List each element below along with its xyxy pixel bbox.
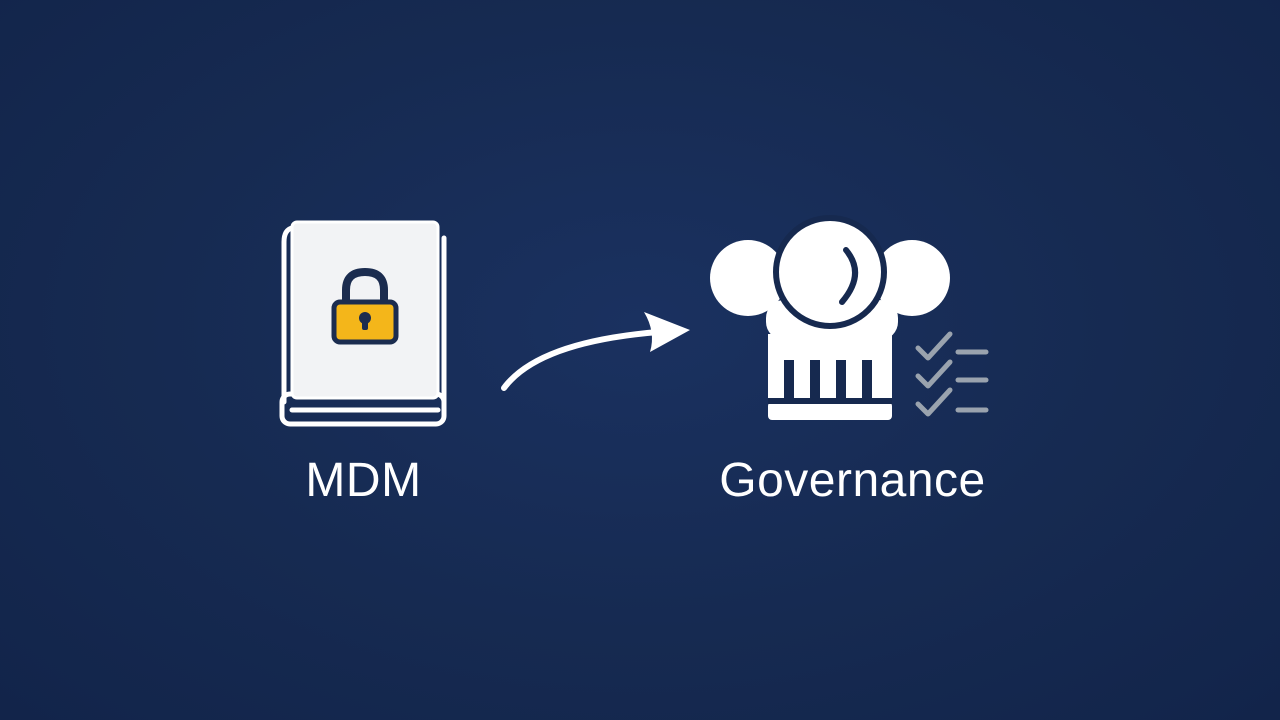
target-node-label: Governance [719, 454, 986, 507]
hat-puff-outlines [773, 215, 887, 329]
hat-band [768, 334, 892, 420]
book-svg [279, 220, 447, 427]
checklist-icon [912, 328, 992, 424]
check-mark-2 [915, 359, 953, 389]
arrow-shaft [501, 329, 661, 391]
check-mark-1 [915, 331, 953, 361]
hat-highlight [839, 247, 858, 305]
source-node-label: MDM [305, 454, 422, 507]
arrow-head [644, 312, 690, 352]
locked-book-icon [278, 218, 450, 430]
book-spine [281, 225, 295, 405]
padlock-icon [331, 267, 399, 345]
curved-arrow-icon [498, 306, 694, 396]
check-mark-3 [915, 387, 953, 417]
hat-puffs [710, 218, 950, 340]
arrow-svg [501, 312, 690, 391]
chef-hat-svg [710, 215, 950, 420]
chef-hat-icon [706, 215, 958, 422]
checklist-svg [915, 331, 989, 417]
